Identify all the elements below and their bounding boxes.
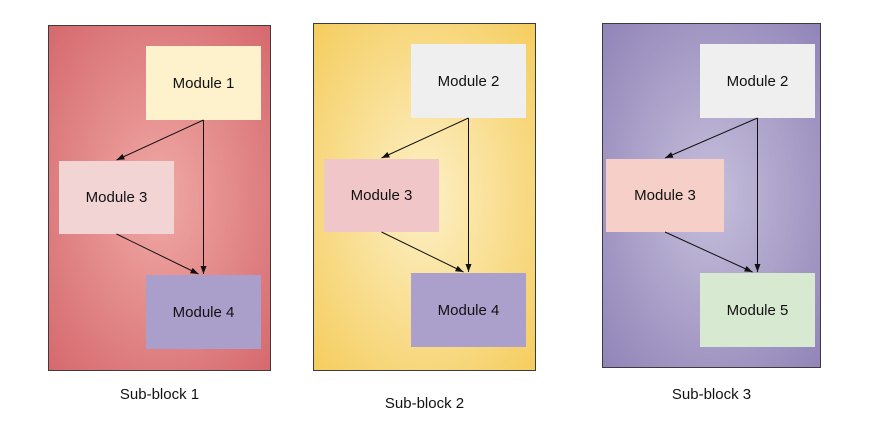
sub-block-label-1: Sub-block 1 xyxy=(119,386,200,403)
module-node-middle: Module 3 xyxy=(606,159,724,232)
module-node-middle: Module 3 xyxy=(324,159,439,232)
sub-block-panel-3: Module 2 Module 3 Module 5 xyxy=(602,23,821,368)
sub-block-label-3: Sub-block 3 xyxy=(671,386,752,403)
module-node-top: Module 1 xyxy=(146,46,261,120)
sub-block-label-2: Sub-block 2 xyxy=(384,395,465,412)
sub-block-panel-1: Module 1 Module 3 Module 4 xyxy=(48,25,271,371)
module-node-top: Module 2 xyxy=(700,44,815,118)
module-node-top: Module 2 xyxy=(411,44,526,118)
sub-block-panel-2: Module 2 Module 3 Module 4 xyxy=(313,23,536,371)
module-node-bottom: Module 5 xyxy=(700,273,815,347)
module-node-bottom: Module 4 xyxy=(411,273,526,347)
module-node-bottom: Module 4 xyxy=(146,275,261,349)
module-node-middle: Module 3 xyxy=(59,161,174,234)
